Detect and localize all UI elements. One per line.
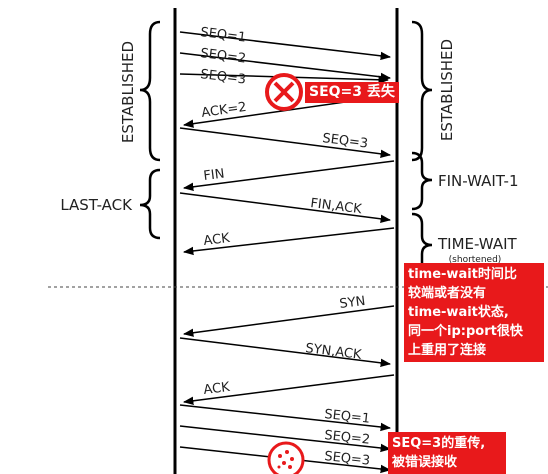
label-ack2: ACK=2 — [200, 100, 247, 121]
time-wait-note-line: time-wait状态, — [408, 305, 509, 320]
arrow-fin-ack — [179, 192, 392, 223]
time-wait-note-line: 较端或者没有 — [408, 286, 487, 301]
right-established-label: ESTABLISHED — [438, 39, 456, 141]
last-ack-brace — [139, 168, 161, 240]
time-wait-note-line: 同一个ip:port很快 — [408, 324, 523, 339]
label-syn-ack: SYN,ACK — [305, 341, 363, 363]
left-established-brace — [139, 20, 161, 162]
label-new-seq3: SEQ=3 — [324, 449, 371, 469]
label-seq3: SEQ=3 — [200, 67, 247, 87]
left-established-label: ESTABLISHED — [119, 41, 137, 143]
label-syn: SYN — [339, 294, 367, 312]
label-seq1: SEQ=1 — [200, 25, 247, 45]
label-new-seq1: SEQ=1 — [324, 407, 371, 427]
lost-annotation: SEQ=3 丢失 — [305, 82, 399, 103]
time-wait-note-line: 上重用了连接 — [408, 343, 487, 358]
arrow-seq3-retransmit — [179, 127, 392, 158]
arrow-fin — [182, 160, 395, 191]
time-wait-note: time-wait时间比 较端或者没有 time-wait状态, 同一个ip:p… — [404, 263, 544, 362]
arrow-new-seq1 — [179, 404, 392, 432]
label-seq2: SEQ=2 — [200, 46, 247, 66]
retransmit-note: SEQ=3的重传, 被错误接收 — [388, 432, 506, 474]
shortened-label: (shortened) — [449, 255, 502, 265]
arrow-seq1 — [179, 31, 392, 61]
fin-wait-1-label: FIN-WAIT-1 — [438, 172, 519, 190]
arrow-syn — [182, 305, 395, 337]
label-fin: FIN — [203, 167, 226, 184]
right-established-brace — [411, 20, 433, 162]
packet-lost-icon — [265, 73, 303, 111]
retransmit-note-line: SEQ=3的重传, — [392, 436, 486, 451]
arrow-ack-new — [182, 374, 395, 405]
label-new-seq2: SEQ=2 — [324, 428, 371, 448]
arrow-syn-ack — [179, 337, 392, 368]
label-ack-new: ACK — [203, 380, 231, 398]
retransmit-note-line: 被错误接收 — [392, 455, 458, 470]
arrow-new-seq2 — [179, 425, 392, 453]
fin-wait-brace — [411, 151, 433, 211]
time-wait-note-line: time-wait时间比 — [408, 267, 517, 282]
arrow-ack — [182, 227, 395, 256]
label-fin-ack: FIN,ACK — [310, 196, 363, 217]
arrow-seq2 — [179, 52, 392, 82]
last-ack-label: LAST-ACK — [60, 196, 133, 214]
time-wait-label: TIME-WAIT — [437, 235, 518, 253]
label-ack: ACK — [203, 231, 231, 249]
bug-icon — [267, 441, 305, 474]
lost-annotation-text: SEQ=3 丢失 — [309, 84, 395, 100]
label-seq3-retransmit: SEQ=3 — [322, 131, 369, 151]
